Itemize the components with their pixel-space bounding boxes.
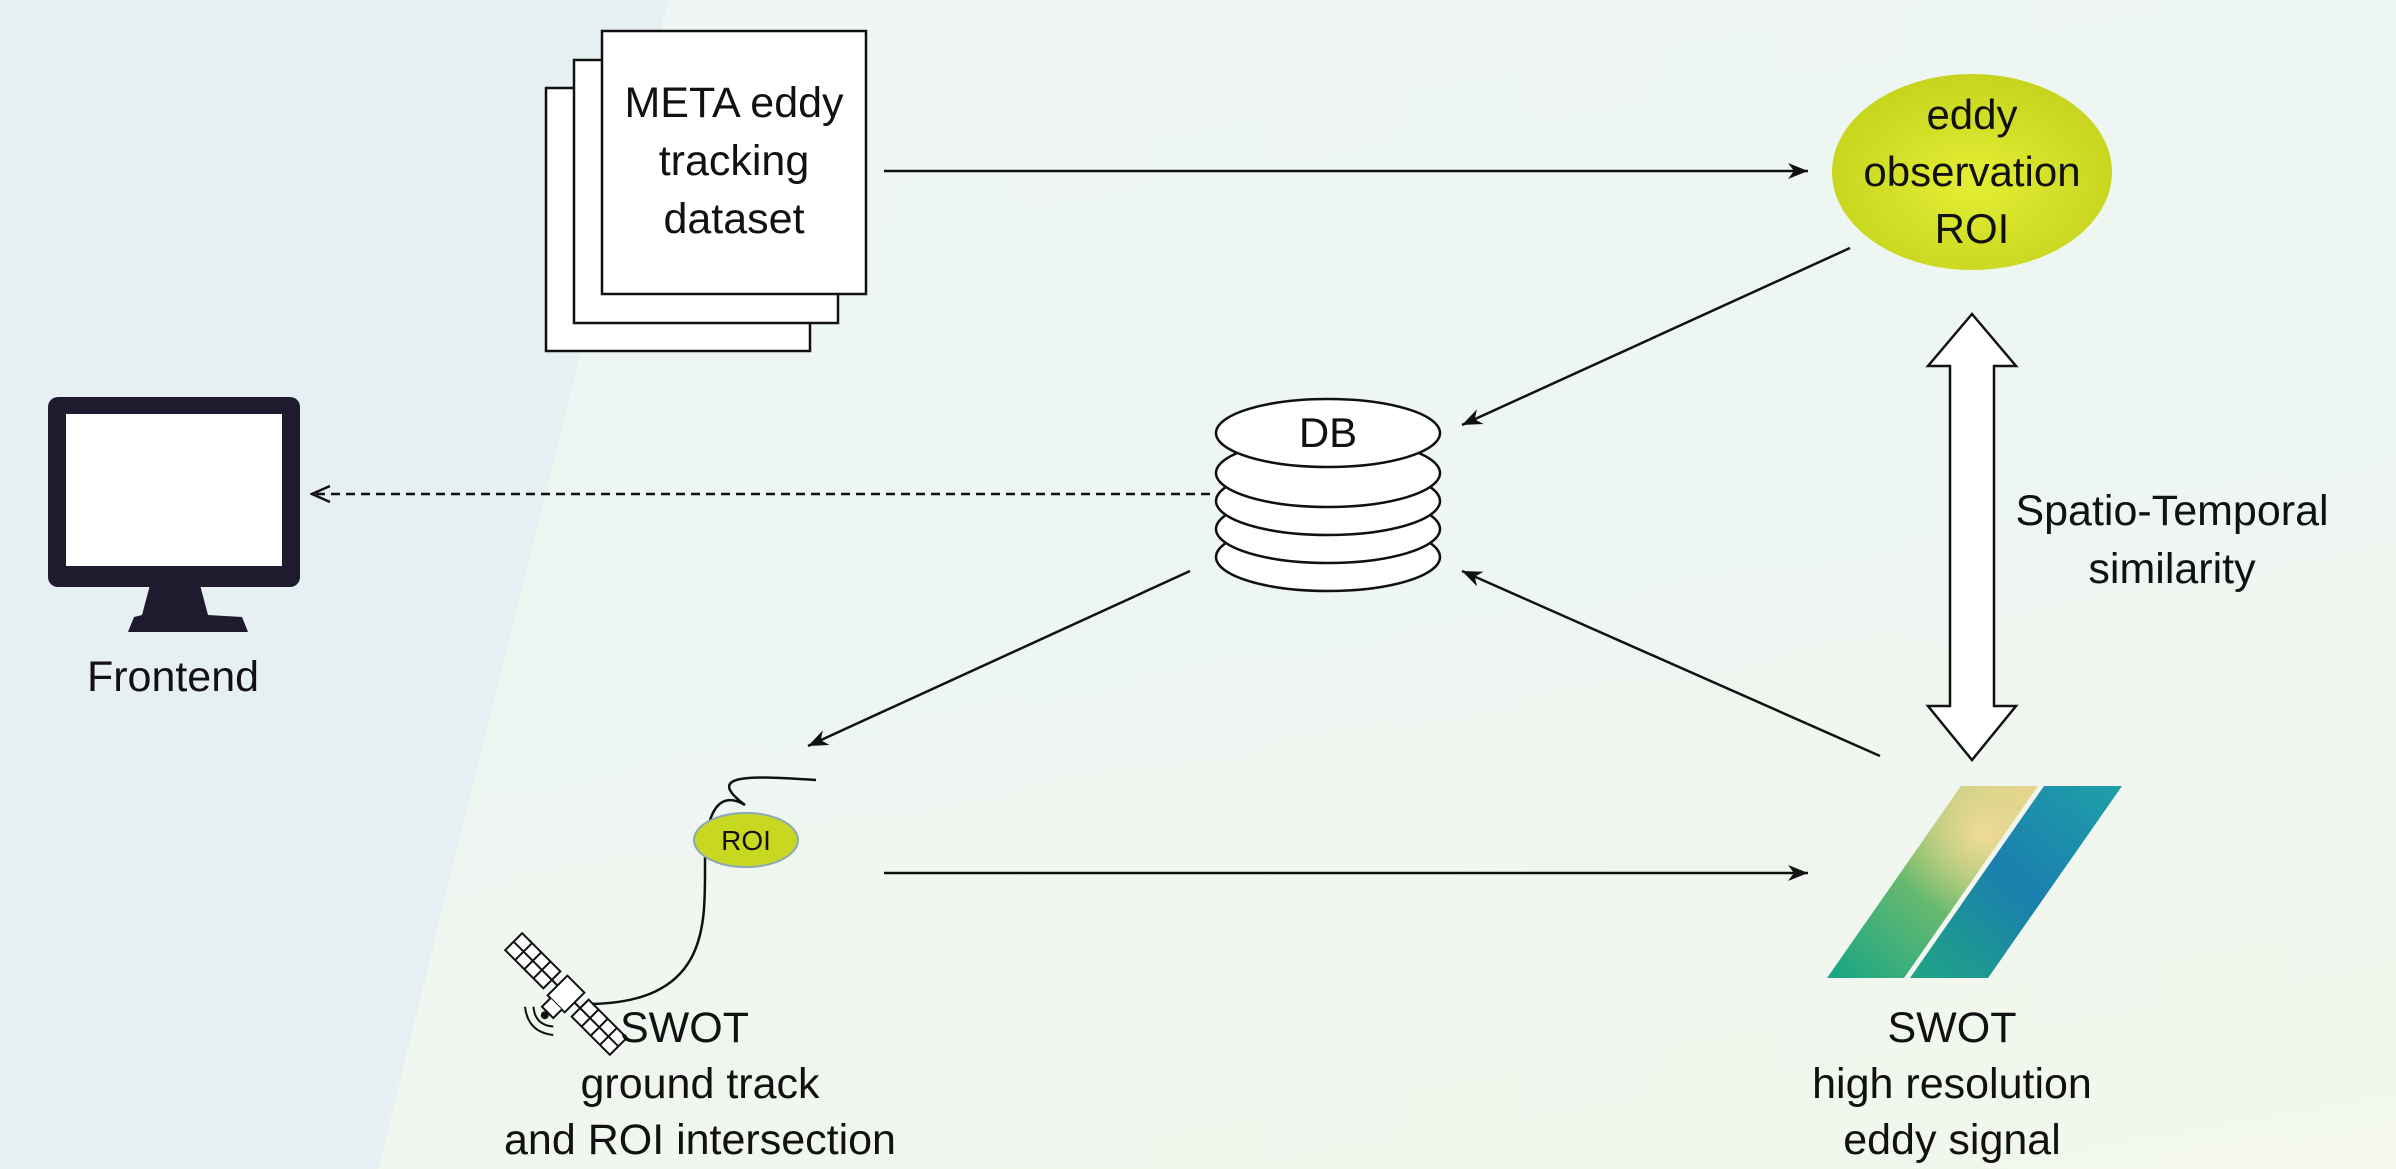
eddy-roi-ellipse (1832, 74, 2112, 270)
document-stack-icon (544, 29, 868, 353)
similarity-label: Spatio-Temporal similarity (2015, 487, 2329, 593)
swot-track-label-rest: ground track and ROI intersection (504, 1060, 896, 1164)
orbit-curve (585, 776, 817, 1006)
monitor-icon (48, 397, 300, 632)
roi-tag-label: ROI (721, 825, 771, 856)
arrow-signal-to-db (1461, 569, 1881, 758)
swot-signal-label: SWOT high resolution eddy signal (1812, 1004, 2092, 1164)
arrow-roi-to-db (1461, 246, 1851, 427)
satellite-icon (503, 931, 629, 1057)
db-label: DB (1298, 409, 1358, 456)
eddy-roi-label: eddy observation ROI (1863, 91, 2081, 252)
swot-track-label-line1: SWOT (620, 1004, 749, 1052)
database-icon (1214, 397, 1442, 593)
left-panel (0, 0, 668, 1169)
similarity-double-arrow (1925, 312, 2019, 762)
frontend-label: Frontend (86, 653, 260, 701)
roi-tag-ellipse (693, 812, 799, 868)
swot-swath-icon (1827, 786, 2122, 978)
arrow-db-to-groundtrack (807, 569, 1191, 748)
meta-dataset-label: META eddy tracking dataset (624, 79, 844, 243)
